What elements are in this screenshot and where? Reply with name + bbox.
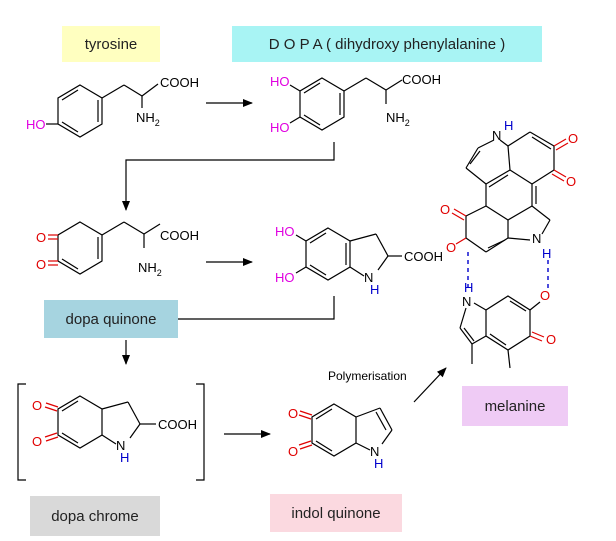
melanine-top-h-lower: H bbox=[542, 246, 551, 261]
dopa-ho-top: HO bbox=[270, 74, 290, 89]
dopa-quinone-o-top: O bbox=[36, 230, 46, 245]
indol-quinone-o-top: O bbox=[288, 406, 298, 421]
melanine-top-o-3: O bbox=[440, 202, 450, 217]
melanine-top-o-1: O bbox=[568, 131, 578, 146]
dopa-cooh: COOH bbox=[402, 72, 441, 87]
dopa-ho-bottom: HO bbox=[270, 120, 290, 135]
dopa-quinone-structure bbox=[57, 221, 161, 275]
indol-quinone-n: N bbox=[370, 444, 379, 459]
dopa-quinone-oxygens bbox=[48, 234, 58, 266]
dopa-quinone-label: dopa quinone bbox=[44, 300, 178, 338]
cyclodopa-ho-bottom: HO bbox=[275, 270, 295, 285]
dopa-quinone-nh2: NH2 bbox=[138, 260, 162, 278]
indol-quinone-structure bbox=[311, 403, 393, 457]
arrow-dopa-to-dopa-quinone bbox=[122, 142, 335, 211]
dopa-chrome-h: H bbox=[120, 450, 129, 465]
dopa-chrome-o-top: O bbox=[32, 398, 42, 413]
dopa-chrome-oxygens bbox=[44, 402, 59, 442]
tyrosine-ho: HO bbox=[26, 117, 46, 132]
melanine-top-n-upper: N bbox=[492, 128, 501, 143]
indol-quinone-oxygens bbox=[298, 410, 313, 450]
arrow-polymerisation bbox=[413, 367, 447, 403]
melanine-top-n-lower: N bbox=[532, 231, 541, 246]
melanine-bottom-o-2: O bbox=[546, 332, 556, 347]
cyclodopa-h: H bbox=[370, 282, 379, 297]
connector-cyclodopa-to-dopa-quinone bbox=[178, 296, 335, 320]
tyrosine-structure bbox=[46, 83, 159, 138]
melanine-bottom-o-1: O bbox=[540, 288, 550, 303]
dopa-chrome-structure bbox=[57, 395, 156, 449]
melanine-bottom-unit bbox=[459, 295, 541, 369]
melanine-top-h-upper: H bbox=[504, 118, 513, 133]
dopa-chrome-o-bottom: O bbox=[32, 434, 42, 449]
cyclodopa-structure bbox=[295, 227, 402, 281]
dopa-quinone-cooh: COOH bbox=[160, 228, 199, 243]
dopa-chrome-n: N bbox=[116, 438, 125, 453]
dopa-structure bbox=[289, 77, 403, 131]
tyrosine-label: tyrosine bbox=[62, 26, 160, 62]
indol-quinone-o-bottom: O bbox=[288, 444, 298, 459]
melanine-top-o-2: O bbox=[566, 174, 576, 189]
melanine-label: melanine bbox=[462, 386, 568, 426]
cyclodopa-n: N bbox=[364, 270, 373, 285]
indol-quinone-label: indol quinone bbox=[270, 494, 402, 532]
cyclodopa-cooh: COOH bbox=[404, 249, 443, 264]
melanine-top-oxygens bbox=[451, 138, 569, 245]
tyrosine-cooh: COOH bbox=[160, 75, 199, 90]
dopa-chrome-cooh: COOH bbox=[158, 417, 197, 432]
dopa-nh2: NH2 bbox=[386, 110, 410, 128]
tyrosine-nh2: NH2 bbox=[136, 110, 160, 128]
cyclodopa-ho-top: HO bbox=[275, 224, 295, 239]
dopa-quinone-o-bottom: O bbox=[36, 257, 46, 272]
dopa-label: D O P A ( dihydroxy phenylalanine ) bbox=[232, 26, 542, 62]
dopa-chrome-label: dopa chrome bbox=[30, 496, 160, 536]
polymerisation-label: Polymerisation bbox=[328, 369, 407, 383]
melanine-bottom-oxygens bbox=[529, 331, 545, 342]
indol-quinone-h: H bbox=[374, 456, 383, 471]
melanine-top-o-4: O bbox=[446, 240, 456, 255]
dopa-chrome-brackets bbox=[17, 383, 205, 481]
melanine-top-unit bbox=[465, 131, 555, 253]
melanine-bottom-h: H bbox=[464, 280, 473, 295]
melanine-bottom-n: N bbox=[462, 294, 471, 309]
